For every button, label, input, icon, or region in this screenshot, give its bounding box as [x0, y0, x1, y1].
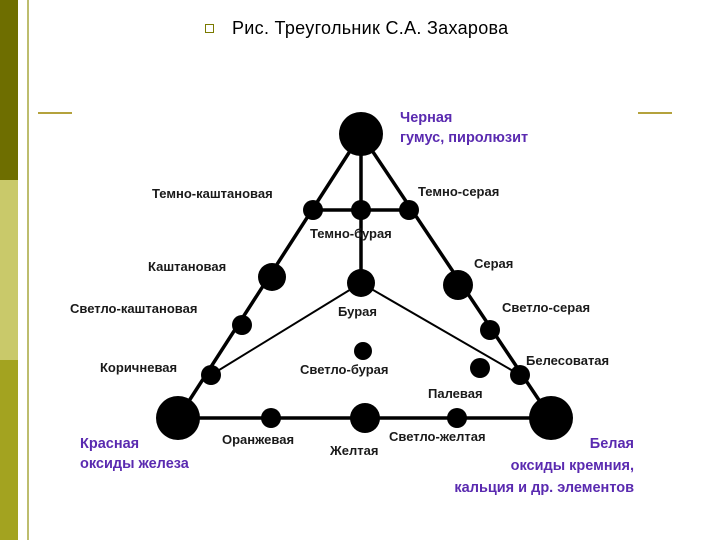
label-light-yellow: Светло-желтая: [389, 429, 486, 444]
side-bar-bottom: [0, 360, 18, 540]
node-dark-chestnut: [303, 200, 323, 220]
side-bar-top: [0, 0, 18, 180]
node-light-gray: [480, 320, 500, 340]
node-pale: [470, 358, 490, 378]
label-light-brown: Светло-бурая: [300, 362, 389, 377]
node-black: [339, 112, 383, 156]
slide-header: Рис. Треугольник С.А. Захарова: [205, 18, 509, 39]
label-light-chestnut: Светло-каштановая: [70, 301, 197, 316]
side-bar-middle: [0, 180, 18, 360]
label-chestnut: Каштановая: [148, 259, 226, 274]
label-dark-brown: Темно-бурая: [310, 226, 392, 241]
corner-top-title: Черная: [400, 110, 452, 126]
corner-right-desc-1: оксиды кремния,: [511, 458, 634, 474]
label-dark-gray: Темно-серая: [418, 184, 499, 199]
node-white: [529, 396, 573, 440]
node-whitish: [510, 365, 530, 385]
node-dark-gray: [399, 200, 419, 220]
node-dark-brown: [351, 200, 371, 220]
node-chestnut: [258, 263, 286, 291]
label-pale: Палевая: [428, 386, 483, 401]
corner-left-title: Красная: [80, 436, 139, 452]
corner-top-desc: гумус, пиролюзит: [400, 130, 528, 146]
label-light-gray: Светло-серая: [502, 300, 590, 315]
corner-right-desc-2: кальция и др. элементов: [454, 480, 634, 496]
label-brownish: Коричневая: [100, 360, 177, 375]
label-orange: Оранжевая: [222, 432, 294, 447]
decorative-line-left: [38, 112, 72, 114]
node-light-chestnut: [232, 315, 252, 335]
node-brown: [347, 269, 375, 297]
node-light-brown: [354, 342, 372, 360]
corner-left-desc: оксиды железа: [80, 456, 190, 472]
node-light-yellow: [447, 408, 467, 428]
label-whitish: Белесоватая: [526, 353, 609, 368]
side-divider: [27, 0, 29, 540]
label-yellow: Желтая: [329, 443, 378, 458]
corner-right-title: Белая: [590, 436, 634, 452]
square-bullet-icon: [205, 24, 214, 33]
node-gray: [443, 270, 473, 300]
node-yellow: [350, 403, 380, 433]
decorative-line-right: [638, 112, 672, 114]
label-dark-chestnut: Темно-каштановая: [152, 186, 273, 201]
node-brownish: [201, 365, 221, 385]
node-red: [156, 396, 200, 440]
slide-title: Рис. Треугольник С.А. Захарова: [232, 18, 509, 38]
inner-triangle-edges: [210, 282, 521, 376]
node-orange: [261, 408, 281, 428]
label-gray: Серая: [474, 256, 513, 271]
label-brown: Бурая: [338, 304, 377, 319]
